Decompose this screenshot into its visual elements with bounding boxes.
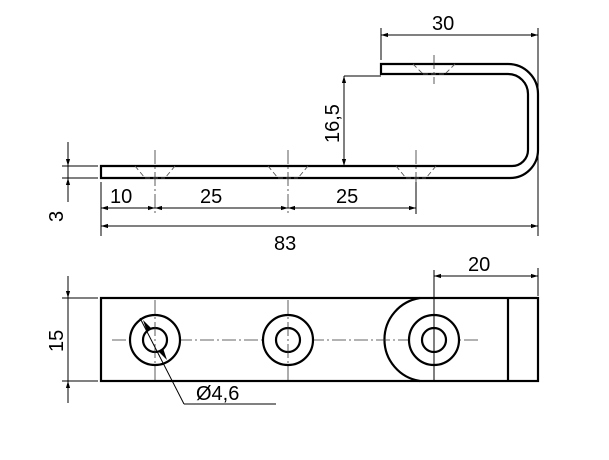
- dim-seg1-label: 10: [110, 186, 132, 208]
- side-extension-lines: [62, 28, 539, 236]
- dim-right-offset-label: 20: [468, 254, 490, 276]
- plate-outline: [99, 296, 540, 383]
- dim-total: 83: [101, 223, 538, 255]
- hole-2: [261, 300, 315, 380]
- dim-seg2-label: 25: [200, 186, 222, 208]
- dim-top-width-label: 30: [432, 13, 454, 35]
- side-center-lines: [154, 55, 435, 214]
- dim-total-label: 83: [274, 233, 296, 255]
- dim-height: 15: [46, 276, 98, 403]
- dim-hook-height: 16,5: [322, 76, 347, 166]
- dim-thickness: 3: [46, 142, 71, 222]
- hook-tab-arc: [383, 296, 421, 383]
- hook-profile: [99, 62, 540, 180]
- dim-hole-diameter: Ø4,6: [139, 317, 276, 405]
- dim-hole-diameter-label: Ø4,6: [196, 383, 239, 405]
- dim-height-label: 15: [46, 330, 68, 352]
- hole-3: [407, 270, 461, 380]
- hole-1: [128, 300, 182, 380]
- dim-top-width: 30: [381, 13, 538, 38]
- side-view: 30 16,5 3 10 25 25 83: [46, 13, 540, 255]
- dim-hook-height-label: 16,5: [322, 104, 344, 143]
- dim-thickness-label: 3: [46, 211, 68, 222]
- top-view: 15 20 Ø4,6: [46, 254, 540, 405]
- dim-right-offset: 20: [434, 254, 539, 296]
- countersink-hidden-lines: [134, 63, 456, 179]
- dim-chain: 10 25 25: [101, 186, 416, 211]
- dim-seg3-label: 25: [336, 186, 358, 208]
